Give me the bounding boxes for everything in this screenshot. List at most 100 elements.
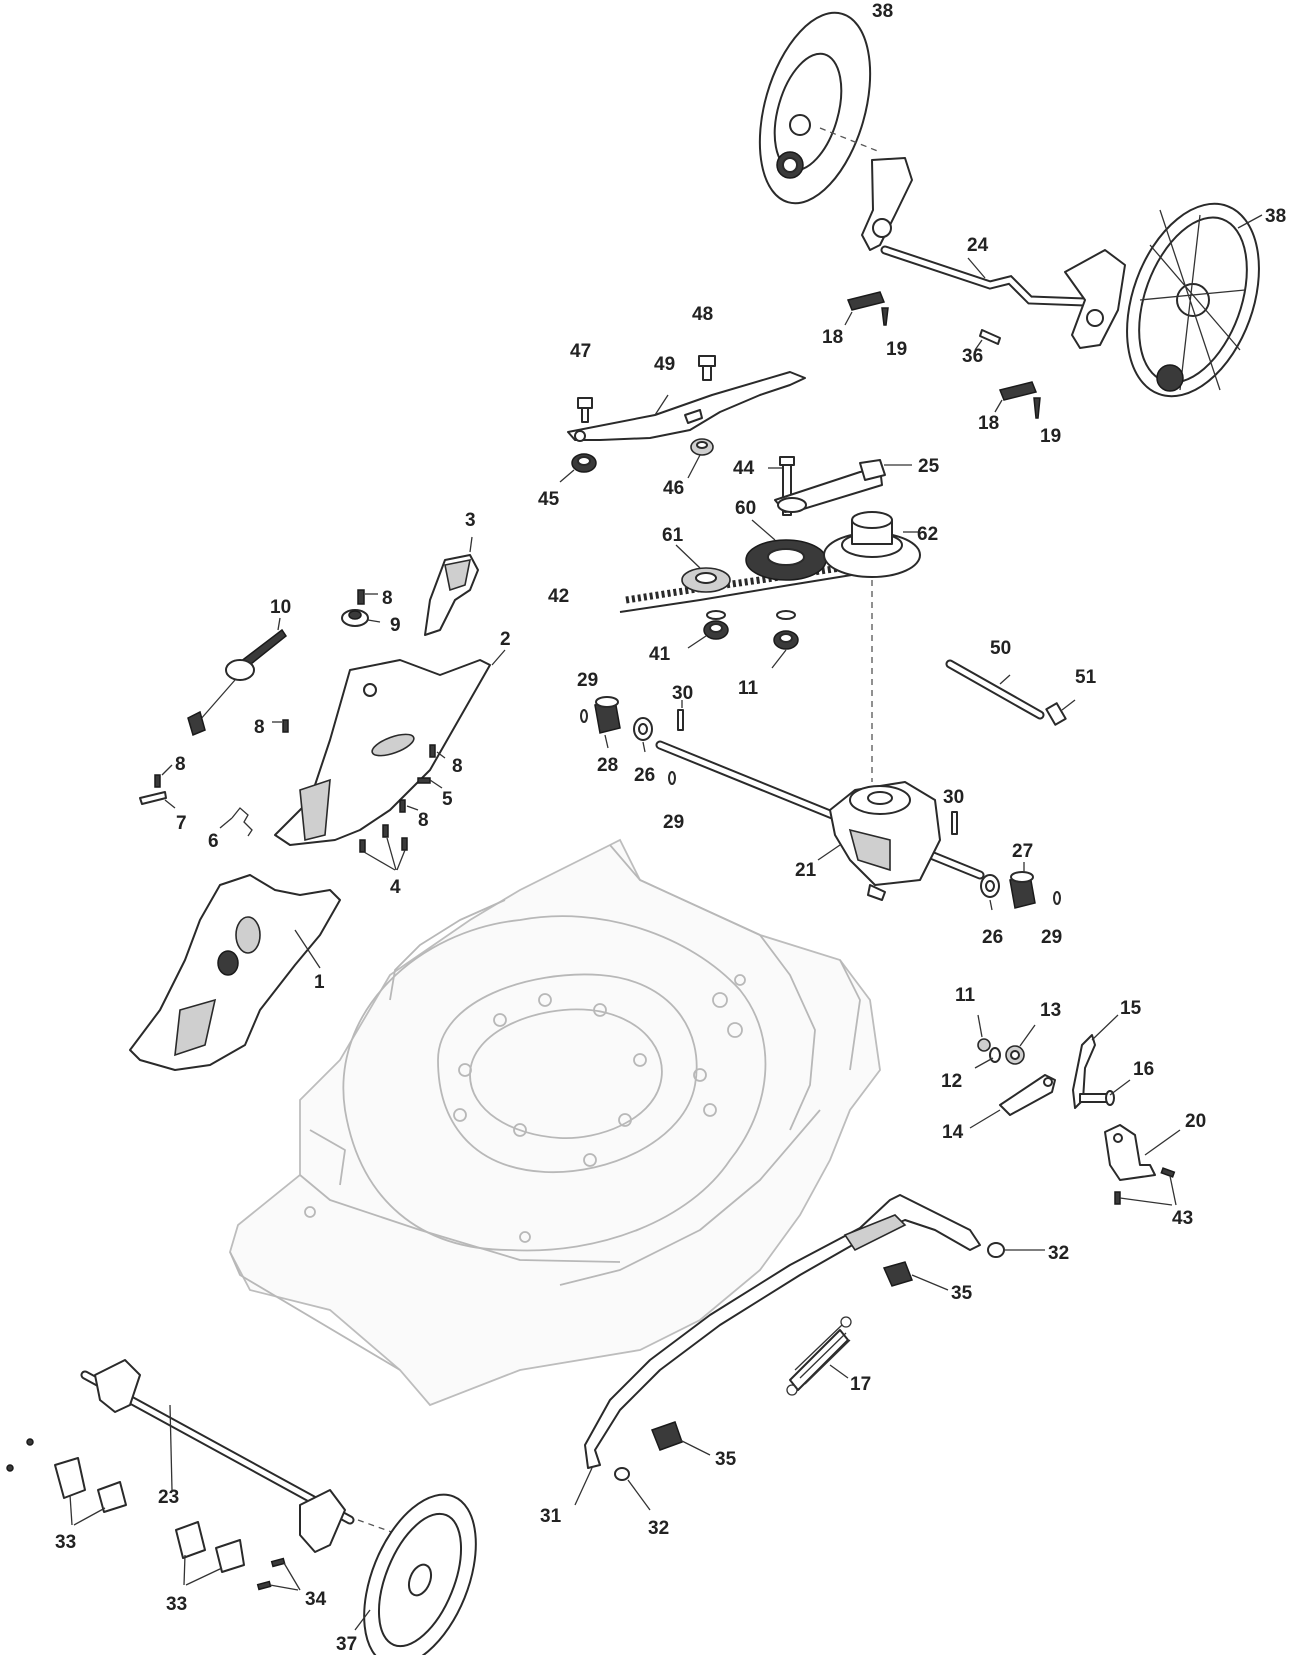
gearbox-21 [817,781,941,901]
label-26-b: 26 [982,927,1003,948]
pinion-28 [594,696,621,749]
label-30-a: 30 [672,683,693,704]
label-33-b: 33 [166,1594,187,1615]
label-30-b: 30 [943,787,964,808]
label-48: 48 [692,304,713,325]
label-43: 43 [1172,1208,1193,1229]
label-11-a: 11 [738,678,759,699]
label-17: 17 [850,1374,871,1395]
pin-36 [974,329,1001,351]
screw-8-a [357,589,378,605]
rod-50 [945,659,1045,720]
label-1: 1 [314,972,325,993]
block-35-upper [882,1261,949,1291]
clip-29-right [1053,891,1061,905]
clips-33-lower [175,1521,245,1586]
belt-42 [619,544,897,613]
label-62: 62 [917,524,938,545]
label-32-b: 32 [648,1518,669,1539]
clip-18-lower [994,381,1041,419]
cover-3 [424,536,479,636]
mower-deck [229,838,881,1407]
plate-25 [774,459,912,513]
label-50: 50 [990,638,1011,659]
pin-30-left [677,700,684,731]
bolt-51 [1045,699,1076,726]
label-8-c: 8 [175,754,186,775]
label-5: 5 [442,789,453,810]
label-36: 36 [962,346,983,367]
pin-30-right [951,811,958,835]
label-45: 45 [538,489,560,510]
knob-32-upper [987,1242,1045,1258]
label-6: 6 [208,831,219,852]
label-4: 4 [390,877,401,898]
pin-16 [1079,1079,1131,1106]
label-23: 23 [158,1487,179,1508]
label-3: 3 [465,510,476,531]
bracket-20 [1104,1124,1181,1181]
label-29-b: 29 [663,812,684,833]
bolt-47 [577,397,593,423]
label-11-b: 11 [955,985,976,1006]
lever-10 [187,617,288,737]
screws-34 [256,1557,301,1591]
label-10: 10 [270,597,291,618]
bolt-44 [768,456,795,516]
cover-2 [274,649,506,846]
label-27: 27 [1012,841,1033,862]
label-15: 15 [1120,998,1142,1019]
label-29-c: 29 [1041,927,1062,948]
label-13: 13 [1040,1000,1061,1021]
label-8-d: 8 [452,756,463,777]
label-35-b: 35 [715,1449,737,1470]
bolt-48 [698,355,716,381]
label-32-a: 32 [1048,1243,1069,1264]
link-7 [139,791,176,809]
label-8-a: 8 [382,588,393,609]
label-19-a: 19 [886,339,907,360]
sprocket-60 [745,519,827,581]
rear-wheel-cover-top [758,11,872,205]
knob-32-lower [614,1467,651,1511]
nut-46 [687,438,714,479]
label-9: 9 [390,615,401,636]
nut-11-upper [771,610,799,669]
screw-8-e [399,799,419,813]
washer-13 [1005,1024,1036,1065]
label-26-a: 26 [634,765,655,786]
label-18-b: 18 [978,413,999,434]
label-25: 25 [918,456,940,477]
label-51: 51 [1075,667,1097,688]
spring-17 [786,1316,852,1396]
screw-8-b [272,719,289,733]
label-8-e: 8 [418,810,429,831]
label-46: 46 [663,478,684,499]
screws-43 [1114,1167,1177,1206]
rear-axle-assembly [861,157,1126,349]
label-35-a: 35 [951,1283,973,1304]
screw-8-d [429,744,446,759]
label-38-a: 38 [872,1,893,22]
nut-41 [687,610,729,649]
screws-4 [359,824,408,871]
nut-45 [559,453,597,483]
label-14: 14 [942,1122,964,1143]
pinion-27 [1009,862,1036,909]
label-41: 41 [649,644,671,665]
label-21: 21 [795,860,817,881]
screw-8-c [154,764,173,788]
deck-mount-holes [304,974,746,1243]
label-47: 47 [570,341,591,362]
cover-1 [129,874,341,1071]
clip-29-left-b [668,771,676,785]
label-8-b: 8 [254,717,265,738]
label-18-a: 18 [822,327,843,348]
label-34: 34 [305,1589,327,1610]
part-labels: 1 2 3 4 5 6 7 8 8 8 8 8 9 10 11 11 12 13… [55,1,1286,1655]
label-31: 31 [540,1506,562,1527]
pulley-61 [675,544,731,593]
clips-33-upper [6,1438,127,1526]
label-24: 24 [967,235,989,256]
